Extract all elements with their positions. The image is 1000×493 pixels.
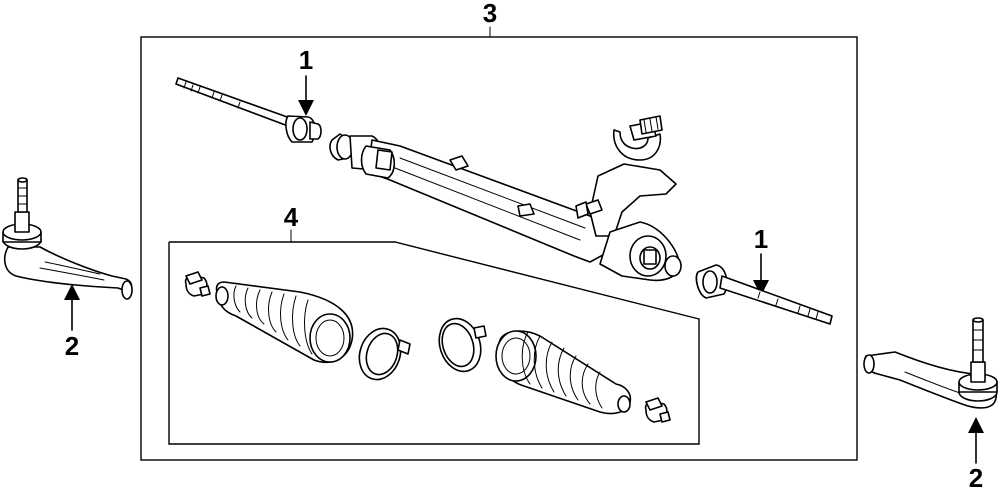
- boot-clamp-small-left[interactable]: [184, 271, 211, 297]
- callout-inner-tie-rod-left[interactable]: 1: [299, 45, 313, 75]
- callout-outer-tie-rod-right[interactable]: 2: [969, 463, 983, 493]
- callout-gear-assembly[interactable]: 3: [483, 0, 497, 28]
- inner-tie-rod-left[interactable]: [175, 77, 322, 143]
- boot-clamp-small-right[interactable]: [644, 397, 671, 423]
- inner-tie-rod-right[interactable]: [695, 264, 833, 325]
- callout-inner-tie-rod-right[interactable]: 1: [754, 224, 768, 254]
- bellows-boot-left[interactable]: [215, 281, 354, 364]
- gear-assembly-frame: [140, 36, 858, 461]
- outer-tie-rod-end-left[interactable]: [2, 177, 133, 300]
- outer-tie-rod-end-right[interactable]: [863, 317, 998, 409]
- bellows-boot-right[interactable]: [495, 330, 632, 415]
- band-clamp-left[interactable]: [353, 323, 411, 385]
- boot-kit-frame: [168, 241, 700, 445]
- steering-gear-assembly[interactable]: [329, 115, 682, 282]
- band-clamp-right[interactable]: [433, 313, 488, 377]
- callout-boot-kit[interactable]: 4: [284, 202, 299, 232]
- callout-outer-tie-rod-left[interactable]: 2: [65, 331, 79, 361]
